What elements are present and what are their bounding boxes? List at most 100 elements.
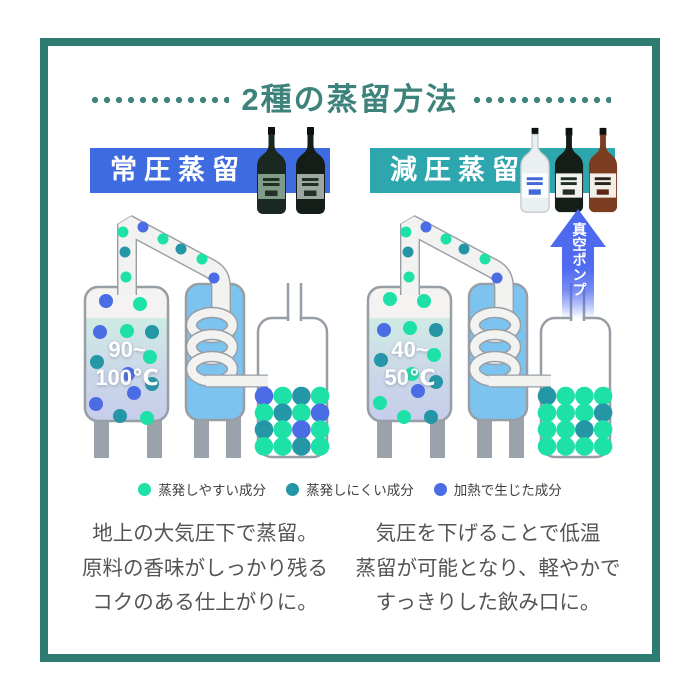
vapor-bubble [175,243,187,255]
legend: 蒸発しやすい成分 蒸発しにくい成分 加熱で生じた成分 [48,479,652,499]
legend-item-easy-evaporate: 蒸発しやすい成分 [138,479,266,499]
pot-bubble [89,397,103,411]
vapor-bubble [479,253,491,265]
distillation-diagram: 90~ 100℃ 40~ 50℃ 真空ポンプ [83,209,613,459]
vapor-bubble [117,226,129,238]
sake-bottle [520,127,550,213]
legend-item-hard-evaporate: 蒸発しにくい成分 [286,479,414,499]
distillate-dot [292,420,311,439]
distillate-dot [556,386,575,406]
teal-dot-icon [286,482,300,496]
vapor-bubble [208,272,220,284]
pot-bubble [405,367,419,381]
bottles-left [254,127,328,214]
pot-bubble [133,297,147,311]
vacuum-pump-label: 真空ポンプ [570,221,586,297]
vapor-bubble [491,272,503,284]
pot-bubble [120,324,134,338]
distillate-dot [537,437,557,456]
pot-bubble [397,410,411,424]
description-atmospheric: 地上の大気圧下で蒸留。 原料の香味がしっかり残る コクのある仕上がりに。 [82,522,328,614]
green-dot-icon [138,482,152,496]
pot-bubble [373,396,387,410]
pot-bubble [427,348,441,362]
vacuum-pump-arrow [550,209,606,318]
distillate-dot [254,437,274,456]
vapor-bubble [120,271,132,283]
distillate-dot [273,386,293,406]
distillate-dot [537,420,557,439]
distillate-dot [537,386,557,406]
vapor-bubble [119,246,131,258]
sake-bottle [554,127,584,213]
temperature-label: 40~ [391,337,428,362]
vapor-bubble [440,233,452,245]
distillate-dot [556,437,575,456]
page-title: 2種の蒸留方法 [241,82,459,117]
pot-bubble [383,292,397,306]
distillate-dot [273,420,293,439]
pot-bubble [374,353,388,367]
pot-bubble [121,367,135,381]
vapor-bubble [157,233,169,245]
sake-bottle [257,127,286,214]
vapor-bubble [137,221,149,233]
distillate-dot [575,420,594,439]
distillate-dot [292,437,311,456]
pot-bubble [403,321,417,335]
pot-bubble [145,325,159,339]
distillate-dot [254,386,274,406]
distillate-dot [575,403,594,423]
distillate-dot [575,437,594,456]
distillate-dot [593,386,613,406]
vessel-neck [289,283,300,321]
legend-item-heat-generated: 加熱で生じた成分 [433,479,562,499]
pot-bubble [99,294,113,308]
pot-bubble [140,411,154,425]
distillate-dot [292,386,311,406]
title-row: 2種の蒸留方法 [60,84,640,115]
distillate-dot [310,420,330,439]
distillate-dot [273,437,293,456]
vapor-bubble [458,243,470,255]
distillate-dot [254,420,274,439]
pot-bubble [424,410,438,424]
distillate-dot [593,437,613,456]
pot-bubble [429,323,443,337]
distillate-dot [575,386,594,406]
vapor-bubble [400,226,412,238]
blue-dot-icon [433,482,447,496]
distillate-dot [310,403,330,423]
distillate-dot [292,403,311,423]
pot-bubble [143,350,157,364]
distillate-dot [537,403,557,423]
pot-bubble [93,325,107,339]
distillate-dot [254,403,274,423]
description-vacuum: 気圧を下げることで低温 蒸留が可能となり、軽やかで すっきりした飲み口に。 [355,522,621,614]
svg-text:100℃: 100℃ [95,365,158,390]
bottles-right [519,126,619,214]
svg-text:50℃: 50℃ [384,365,435,390]
vapor-bubble [420,221,432,233]
temperature-label: 90~ [108,337,145,362]
title-dots-right [470,95,611,104]
distillate-dot [273,403,293,423]
vapor-bubble [403,271,415,283]
vapor-bubble [196,253,208,265]
pot-bubble [145,377,159,391]
pot-bubble [417,294,431,308]
vapor-bubble [402,246,414,258]
title-dots-left [89,95,230,104]
sake-bottle [588,127,618,213]
pot-bubble [127,386,141,400]
sake-bottle [296,127,325,214]
pot-bubble [429,375,443,389]
still-atmospheric: 90~ 100℃ [83,215,330,459]
distillate-dot [593,403,613,423]
distillate-dot [593,420,613,439]
pot-bubble [113,409,127,423]
distillate-dot [556,420,575,439]
distillate-dot [310,437,330,456]
pot-bubble [377,323,391,337]
pot-bubble [411,384,425,398]
